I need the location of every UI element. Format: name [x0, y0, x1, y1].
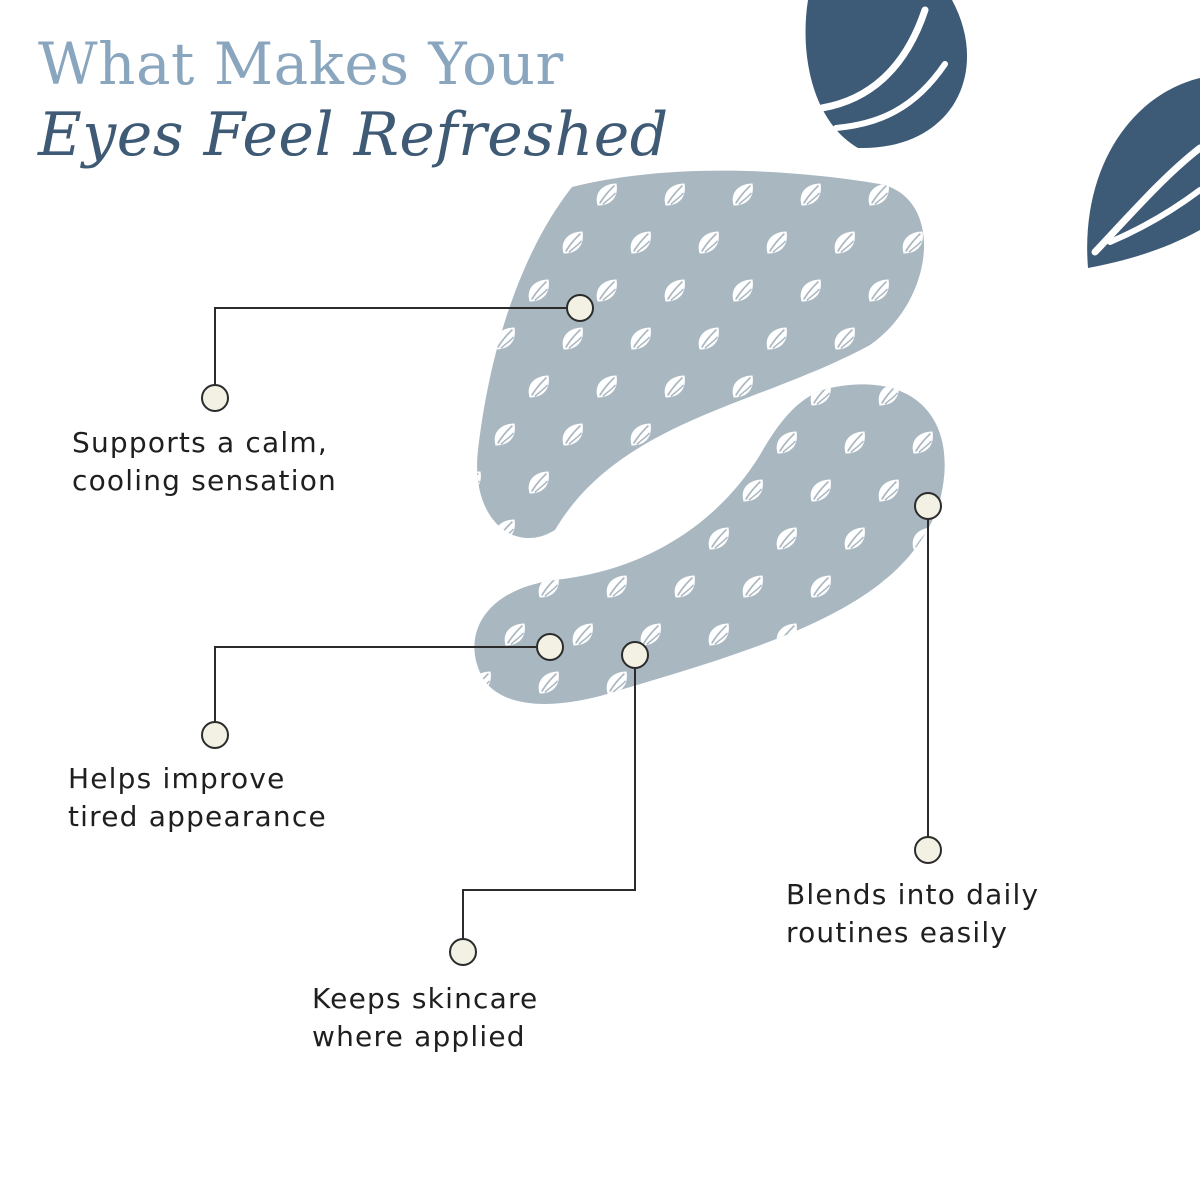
- leaf-icon: [805, 0, 968, 149]
- leaf-motif-icon: [809, 670, 832, 695]
- heading-line-1: What Makes Your: [38, 30, 564, 98]
- leaf-motif-icon: [629, 518, 652, 539]
- connector-dot-icon: [536, 633, 564, 661]
- leaf-motif-icon: [911, 622, 934, 647]
- leaf-motif-icon: [901, 326, 924, 351]
- leaf-motif-icon: [477, 182, 482, 207]
- leaf-motif-icon: [474, 670, 492, 695]
- leaf-motif-icon: [663, 470, 686, 495]
- leaf-motif-icon: [527, 182, 550, 207]
- callout-daily-routines: Blends into daily routines easily: [786, 878, 1040, 949]
- leaf-motif-icon: [843, 622, 866, 647]
- heading-line-2: Eyes Feel Refreshed: [38, 100, 669, 170]
- connector-dot-icon: [566, 294, 594, 322]
- connector-line: [214, 646, 550, 735]
- connector-dot-icon: [621, 641, 649, 669]
- leaf-motif-icon: [477, 374, 482, 399]
- leaf-motif-icon: [707, 430, 730, 455]
- connector-line: [462, 655, 636, 952]
- callout-tired-appearance: Helps improve tired appearance: [68, 762, 327, 833]
- leaf-motif-icon: [561, 518, 584, 539]
- eye-patch: [477, 170, 925, 539]
- connector-dot-icon: [201, 721, 229, 749]
- leaf-motif-icon: [477, 470, 482, 495]
- callout-calm-cooling: Supports a calm, cooling sensation: [72, 426, 337, 497]
- leaf-motif-icon: [474, 574, 492, 599]
- connector-dot-icon: [914, 836, 942, 864]
- leaf-motif-icon: [673, 670, 696, 695]
- leaf-motif-icon: [877, 670, 900, 695]
- leaf-motif-icon: [741, 670, 764, 695]
- connector-dot-icon: [449, 938, 477, 966]
- leaf-motif-icon: [493, 230, 516, 255]
- leaf-motif-icon: [673, 478, 696, 503]
- connector-dot-icon: [201, 384, 229, 412]
- leaf-motif-icon: [571, 526, 594, 551]
- callout-keeps-skincare: Keeps skincare where applied: [312, 982, 539, 1053]
- leaf-icon: [1087, 78, 1200, 268]
- leaf-motif-icon: [605, 478, 628, 503]
- eye-patch: [474, 384, 945, 704]
- leaf-motif-icon: [477, 278, 482, 303]
- leaf-motif-icon: [697, 422, 720, 447]
- connector-dot-icon: [914, 492, 942, 520]
- connector-line: [214, 307, 580, 398]
- leaf-motif-icon: [639, 526, 662, 551]
